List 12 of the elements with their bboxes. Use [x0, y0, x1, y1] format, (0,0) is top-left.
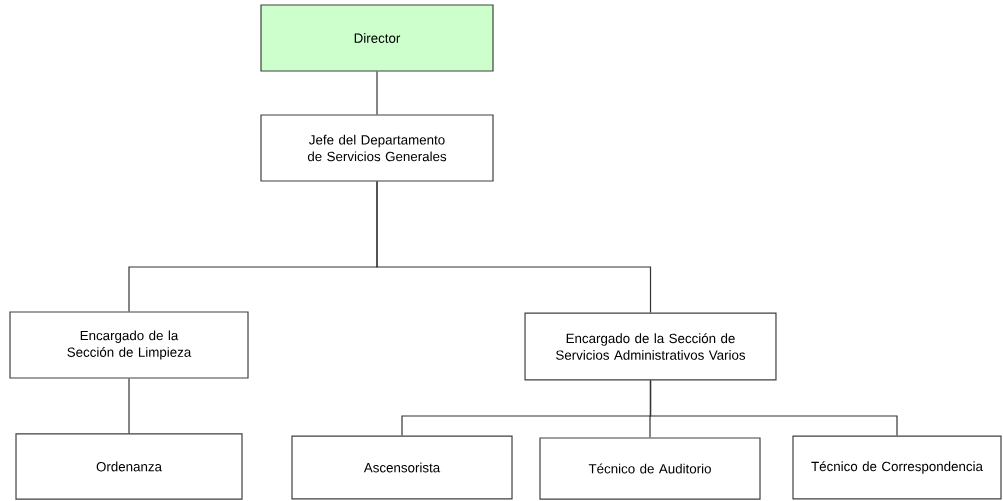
position-box: Ordenanza: [15, 433, 243, 500]
director-box: Director: [260, 4, 494, 72]
position-box: Encargado de la Sección de Limpieza: [9, 311, 249, 379]
position-box: Encargado de la Sección de Servicios Administrativos Varios: [524, 312, 777, 381]
connector-line: [649, 379, 898, 437]
position-box: Técnico de Auditorio: [539, 437, 761, 500]
connector-line: [376, 181, 652, 314]
connector-line: [376, 71, 378, 115]
position-box: Ascensorista: [291, 435, 513, 500]
connector-line: [128, 378, 130, 434]
position-box: Técnico de Correspondencia: [792, 435, 1002, 500]
position-box: Jefe del Departamento de Servicios Generales: [260, 114, 494, 182]
